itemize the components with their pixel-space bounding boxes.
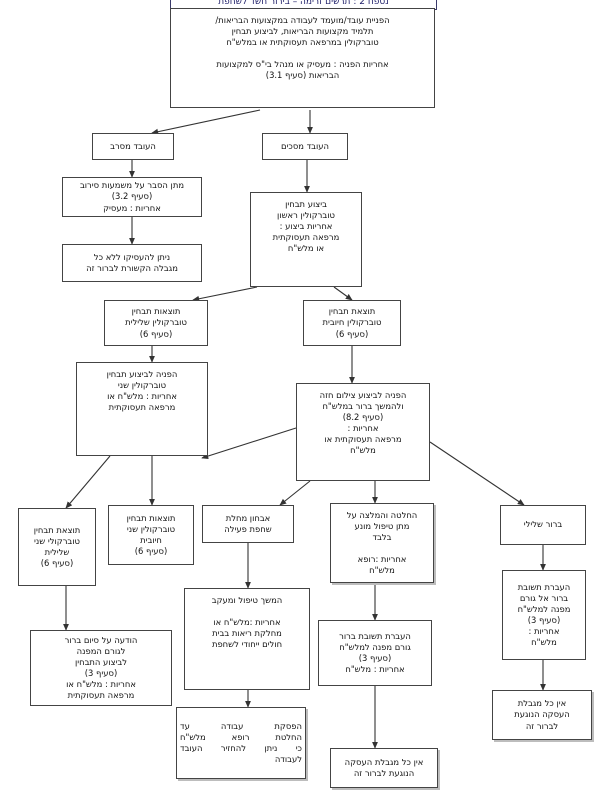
node-preventive-treatment-decision: החלטה והמלצה על מתן טיפול מונע בלבד אחרי…: [330, 503, 434, 583]
node-transfer-answer-to-referrer-text: העברת תשובת ברור גורם מפנה למלש"ח (סעיף …: [339, 630, 411, 675]
node-second-test-positive-text: תוצאות תבחין טוברקולין שני חיובית (סעיף …: [126, 512, 176, 557]
node-preventive-treatment-decision-text: החלטה והמלצה על מתן טיפול מונע בלבד אחרי…: [346, 510, 418, 576]
node-second-test-negative-text: תוצאת תבחין טוברקולי שני שלילית (סעיף 6): [33, 524, 81, 569]
node-referral-second-test-text: הפניה לביצוע תבחין טוברקולין שני אחריות …: [106, 369, 178, 413]
node-no-employment-restriction-center: אין כל מגבלת העסקה הנוגעת לברור זה: [330, 748, 438, 788]
node-stop-work-until-decision: הפסקת עבודה עד החלטת רופא מלש"ח כי ניתן …: [176, 707, 306, 779]
node-employee-agrees-text: העובד מסכים: [280, 140, 330, 151]
node-referral-chest-xray: הפניה לביצוע צילום חזה ולהמשך ברור במלש"…: [296, 383, 430, 481]
node-may-employ-no-restriction-text: ניתן להעסיקו ללא כל מגבלה הקשורת לברור ז…: [86, 251, 178, 273]
node-second-test-positive: תוצאות תבחין טוברקולין שני חיובית (סעיף …: [108, 505, 194, 565]
node-active-tb-diagnosis: אבחון מחלת שחפת פעילה: [202, 505, 294, 543]
node-employee-agrees: העובד מסכים: [262, 133, 348, 160]
wire-first-test-to-positive: [333, 286, 353, 301]
node-no-employment-restriction-right-text: אין כל מגבלת העסקה הנוגעת לברור זה: [514, 698, 570, 731]
node-first-tuberculin-test-text: ביצוע תבחין טוברקולין ראשון אחריות ביצוע…: [272, 199, 340, 254]
node-referral-chest-xray-text: הפניה לביצוע צילום חזה ולהמשך ברור במלש"…: [319, 390, 407, 456]
node-negative-clarification-text: ברור שלילי: [523, 519, 563, 530]
node-second-test-negative: תוצאת תבחין טוברקולי שני שלילית (סעיף 6): [18, 508, 96, 586]
node-employee-refuses-text: העובד מסרב: [110, 140, 156, 151]
node-continue-treatment-followup-text: המשך טיפול ומעקב אחריות :מלש"ח או מחלקת …: [211, 595, 283, 650]
node-explain-refusal-meaning: מתן הסבר על משמעות סירוב (סעיף 3.2) אחרי…: [62, 177, 202, 217]
node-may-employ-no-restriction: ניתן להעסיקו ללא כל מגבלה הקשורת לברור ז…: [62, 244, 202, 282]
wire-xray-to-left: [201, 427, 297, 459]
node-positive-test-result: תוצאת תבחין טוברקולין חיובית (סעיף 6): [303, 300, 401, 346]
node-negative-clarification: ברור שלילי: [500, 505, 586, 545]
node-negative-test-result-text: תוצאות תבחין טוברקולין שלילית (סעיף 6): [125, 306, 187, 339]
node-no-employment-restriction-center-text: אין כל מגבלת העסקה הנוגעת לברור זה: [344, 756, 424, 778]
node-transfer-answer-to-mlshach-text: העברת תשובת ברור אל גורם מפנה למלש"ח (סע…: [517, 581, 571, 648]
node-continue-treatment-followup: המשך טיפול ומעקב אחריות :מלש"ח או מחלקת …: [184, 588, 310, 690]
wire-first-test-to-negative: [192, 286, 258, 302]
node-referral-start: הפניית עובד/מועמד לעבודה במקצועות הבריאו…: [170, 8, 435, 108]
wire-xray-to-tb-diagnosis: [279, 480, 311, 506]
node-referral-start-text: הפניית עובד/מועמד לעבודה במקצועות הבריאו…: [215, 15, 390, 81]
wire-start-to-refuses: [151, 109, 261, 135]
node-notice-end-of-clarification-text: הודעה על סיום ברור לגורם המפנה לביצוע הת…: [64, 634, 138, 701]
node-stop-work-until-decision-text: הפסקת עבודה עד החלטת רופא מלש"ח כי ניתן …: [180, 720, 302, 765]
node-first-tuberculin-test: ביצוע תבחין טוברקולין ראשון אחריות ביצוע…: [250, 192, 362, 287]
node-employee-refuses: העובד מסרב: [92, 133, 174, 160]
node-notice-end-of-clarification: הודעה על סיום ברור לגורם המפנה לביצוע הת…: [30, 630, 172, 706]
node-positive-test-result-text: תוצאת תבחין טוברקולין חיובית (סעיף 6): [322, 306, 382, 339]
node-transfer-answer-to-referrer: העברת תשובת ברור גורם מפנה למלש"ח (סעיף …: [318, 620, 432, 686]
node-no-employment-restriction-right: אין כל מגבלת העסקה הנוגעת לברור זה: [492, 690, 592, 740]
wire-second-referral-to-neg2: [65, 455, 111, 509]
node-transfer-answer-to-mlshach: העברת תשובת ברור אל גורם מפנה למלש"ח (סע…: [502, 570, 586, 660]
node-negative-test-result: תוצאות תבחין טוברקולין שלילית (סעיף 6): [104, 300, 208, 346]
node-referral-second-test: הפניה לביצוע תבחין טוברקולין שני אחריות …: [76, 362, 208, 456]
node-explain-refusal-meaning-text: מתן הסבר על משמעות סירוב (סעיף 3.2) אחרי…: [79, 180, 185, 213]
wire-xray-to-negative-clarification: [429, 441, 525, 506]
node-active-tb-diagnosis-text: אבחון מחלת שחפת פעילה: [224, 512, 272, 534]
